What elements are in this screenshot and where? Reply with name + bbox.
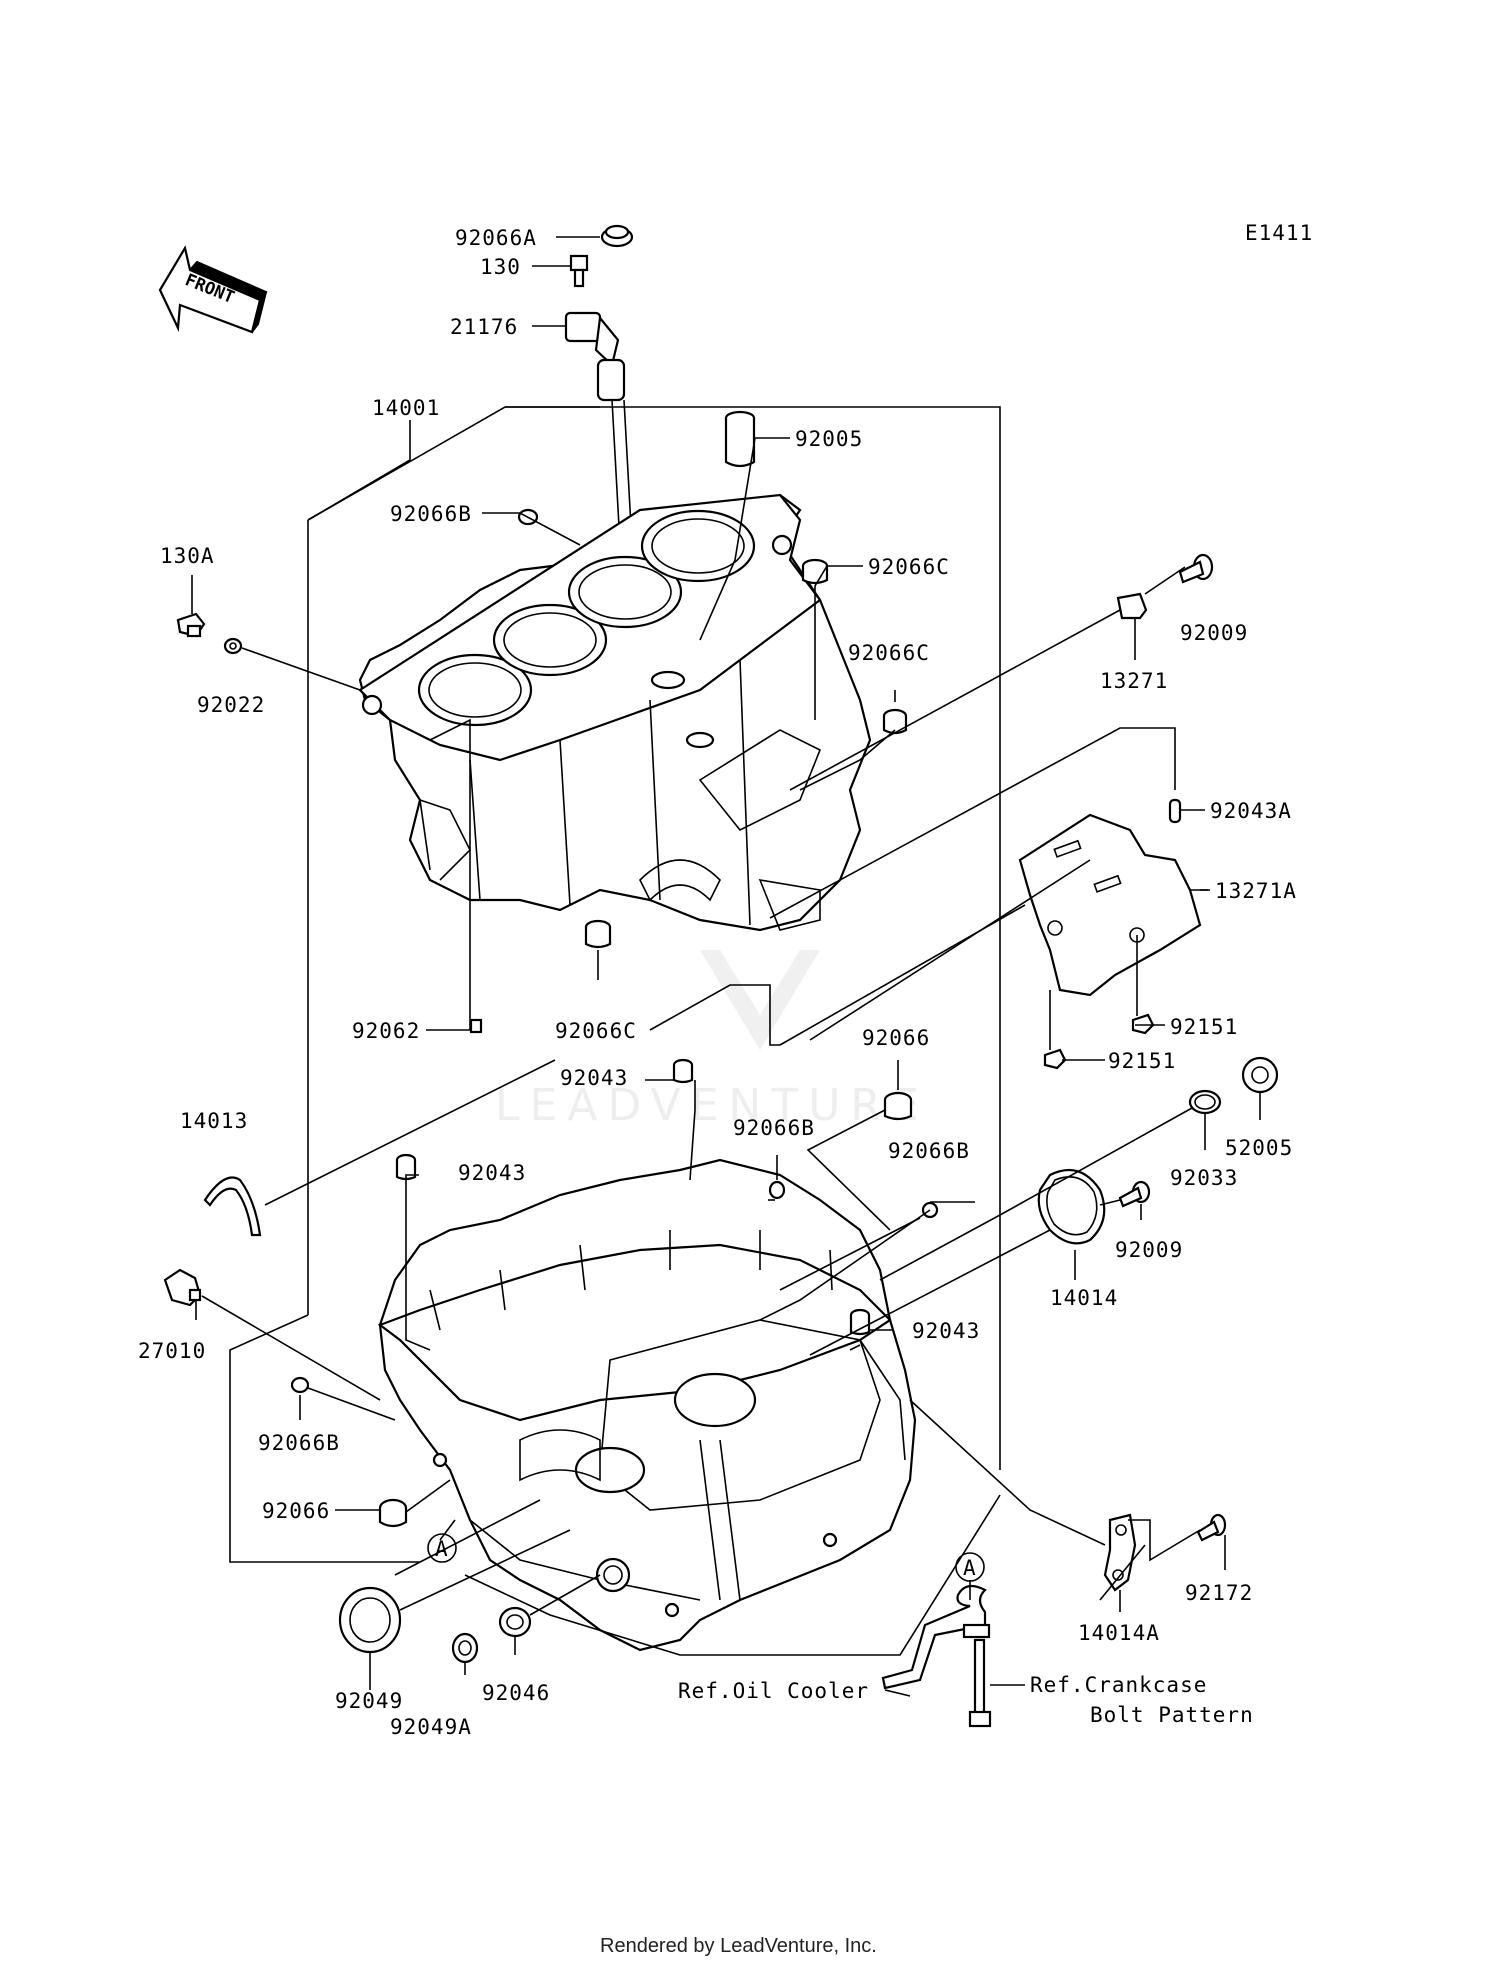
part-27010-switch: [163, 1268, 202, 1307]
label-92022: 92022: [197, 693, 265, 717]
part-92172-bolt: [1196, 1513, 1227, 1542]
label-92066-mid: 92066: [862, 1026, 930, 1050]
part-130A-bolt: [176, 612, 206, 638]
ref-crankcase-bolt: [968, 1638, 992, 1728]
part-14013-half-bearing: [203, 1176, 262, 1237]
label-14014: 14014: [1050, 1286, 1118, 1310]
part-92009-b-bolt: [1118, 1180, 1151, 1208]
label-92066B-right: 92066B: [888, 1139, 970, 1163]
part-92066B-mid-plug: [768, 1180, 786, 1200]
label-130A: 130A: [160, 544, 215, 568]
label-13271: 13271: [1100, 669, 1168, 693]
label-92066C-c: 92066C: [555, 1019, 637, 1043]
part-92043-a-dowel: [672, 1058, 694, 1084]
label-92066A: 92066A: [455, 226, 537, 250]
part-92049-oil-seal: [338, 1586, 402, 1654]
label-ref-oil-cooler: Ref.Oil Cooler: [678, 1679, 869, 1703]
label-92043-c: 92043: [912, 1319, 980, 1343]
label-14014A: 14014A: [1078, 1621, 1160, 1645]
watermark: LEADVENTURE: [495, 1080, 929, 1131]
label-92151-a: 92151: [1170, 1015, 1238, 1039]
part-92043-c-dowel: [849, 1308, 871, 1336]
label-92009-b: 92009: [1115, 1238, 1183, 1262]
part-13271A-plate: [1018, 813, 1202, 997]
lower-crankcase-block: [377, 1158, 917, 1652]
ref-oil-cooler-pipe: [881, 1584, 991, 1690]
label-52005: 52005: [1225, 1136, 1293, 1160]
label-92172: 92172: [1185, 1581, 1253, 1605]
part-92043A-pin: [1168, 798, 1182, 824]
part-92033-circlip: [1188, 1089, 1222, 1115]
part-92066-low-dowel: [378, 1498, 408, 1528]
diagram-code: E1411: [1245, 221, 1313, 245]
part-92009-a-bolt: [1178, 553, 1214, 584]
footer-credit: Rendered by LeadVenture, Inc.: [600, 1935, 877, 1957]
part-92022-washer: [223, 637, 243, 655]
front-arrow-icon: FRONT: [158, 245, 268, 334]
part-92066B-low-plug: [290, 1376, 310, 1394]
part-92062-plug: [469, 1018, 483, 1034]
label-92049: 92049: [335, 1689, 403, 1713]
label-14013: 14013: [180, 1109, 248, 1133]
label-92066B-mid: 92066B: [733, 1116, 815, 1140]
part-52005-gear: [1241, 1056, 1279, 1094]
upper-crankcase-block: [358, 493, 872, 932]
label-92043-a: 92043: [560, 1066, 628, 1090]
label-92046: 92046: [482, 1681, 550, 1705]
part-14014-gasket: [1037, 1168, 1106, 1245]
part-92066A-plug: [600, 224, 634, 248]
label-21176: 21176: [450, 315, 518, 339]
label-92033: 92033: [1170, 1166, 1238, 1190]
label-92066B-low: 92066B: [258, 1431, 340, 1455]
label-14001: 14001: [372, 396, 440, 420]
watermark-logo-icon: [700, 950, 820, 1050]
label-92043A: 92043A: [1210, 799, 1292, 823]
part-92151-b-bolt: [1043, 1048, 1067, 1070]
reference-marker-a-lower: A: [427, 1533, 457, 1563]
label-92151-b: 92151: [1108, 1049, 1176, 1073]
part-130-bolt: [569, 254, 589, 288]
leader-lines: [191, 236, 1261, 1697]
label-bolt-pattern: Bolt Pattern: [1090, 1703, 1254, 1727]
label-92043-b: 92043: [458, 1161, 526, 1185]
label-92066-low: 92066: [262, 1499, 330, 1523]
callout-labels: 92066A 130 21176 14001 92005 92066B 130A…: [138, 226, 1297, 1739]
label-92066C-a: 92066C: [868, 555, 950, 579]
part-92049A-oil-seal: [451, 1632, 479, 1664]
ref-a-label-2: A: [963, 1556, 977, 1580]
part-21176-sensor: [564, 311, 626, 402]
label-27010: 27010: [138, 1339, 206, 1363]
label-92009-a: 92009: [1180, 621, 1248, 645]
label-92049A: 92049A: [390, 1715, 472, 1739]
label-92066B-top: 92066B: [390, 502, 472, 526]
part-92005-pipe: [724, 410, 756, 468]
label-ref-crankcase: Ref.Crankcase: [1030, 1673, 1207, 1697]
part-92066C-c-dowel: [584, 919, 612, 949]
label-92005: 92005: [795, 427, 863, 451]
part-92066C-b-dowel: [882, 708, 908, 735]
part-92046-needle-bearing: [498, 1606, 532, 1638]
label-92066C-b: 92066C: [848, 641, 930, 665]
reference-marker-a-right: A: [955, 1552, 985, 1582]
ref-a-label-1: A: [435, 1537, 449, 1561]
label-130: 130: [480, 255, 521, 279]
part-92151-a-bolt: [1131, 1013, 1155, 1035]
part-14014A-bracket: [1103, 1513, 1137, 1592]
label-13271A: 13271A: [1215, 879, 1297, 903]
part-13271-plate: [1116, 592, 1148, 620]
part-92066-mid-dowel: [883, 1091, 913, 1121]
label-92062: 92062: [352, 1019, 420, 1043]
part-92066C-a-dowel: [801, 558, 829, 585]
